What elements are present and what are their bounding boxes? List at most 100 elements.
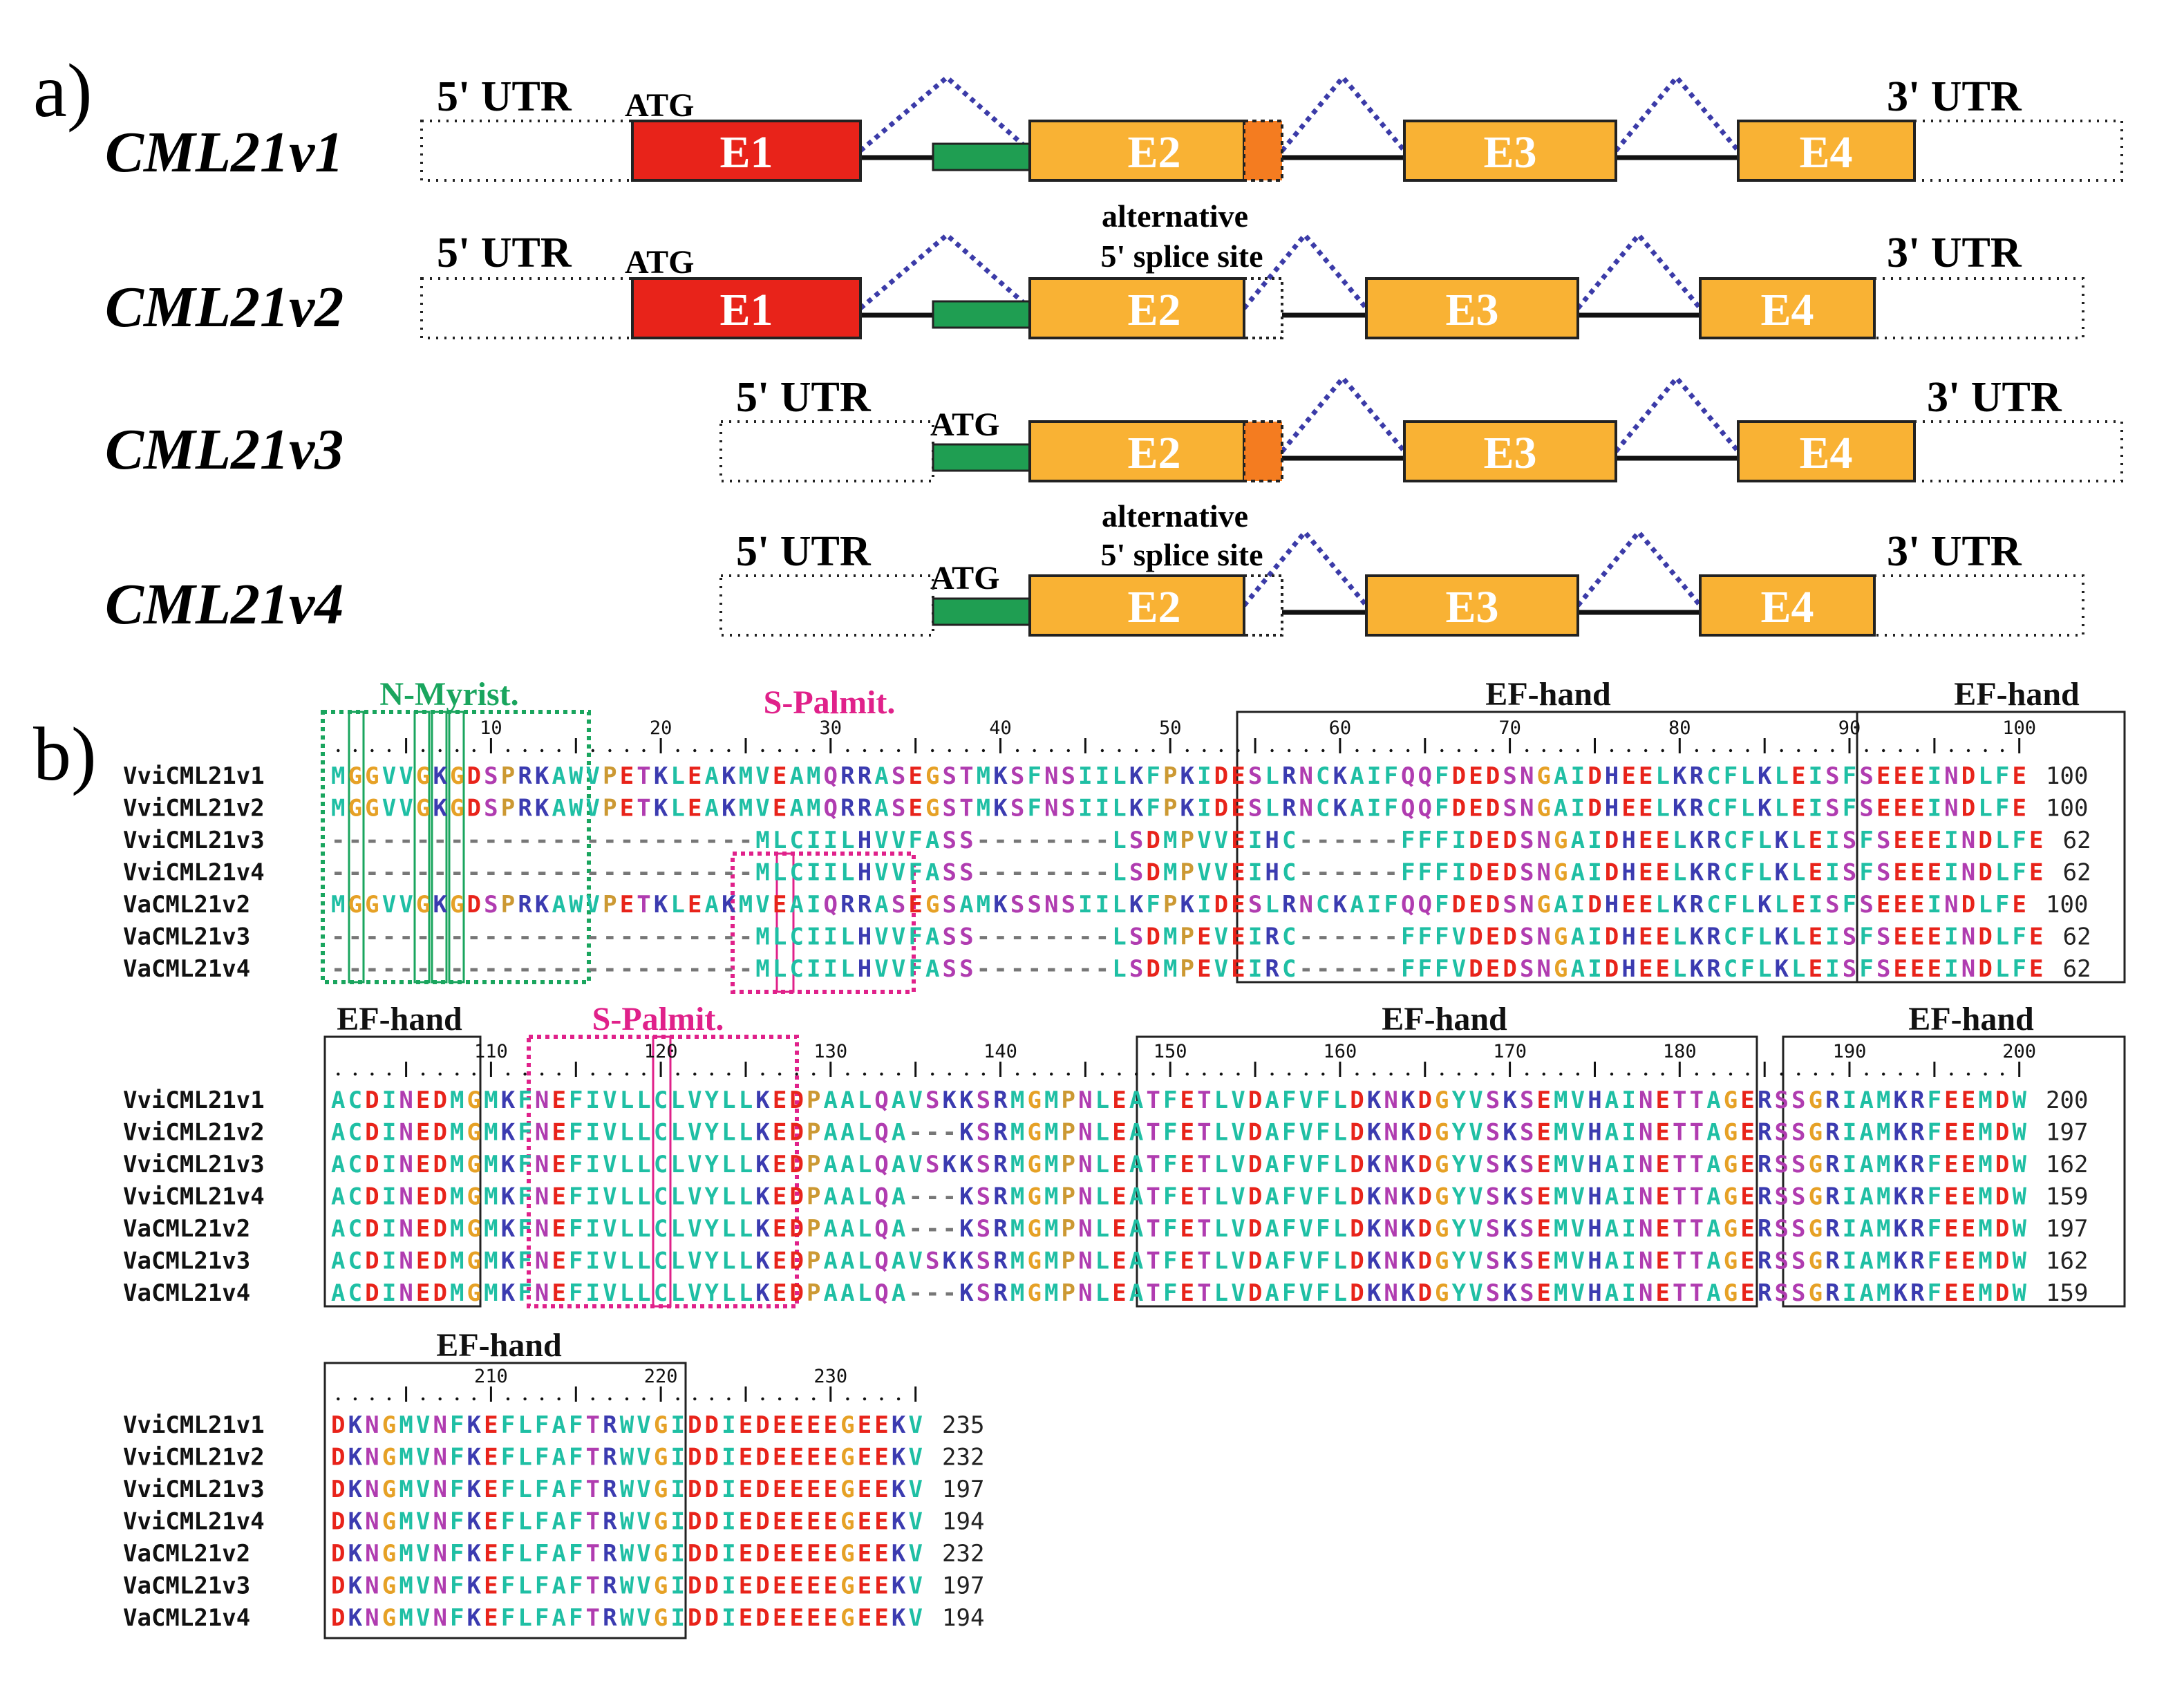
- residue: D: [705, 1572, 719, 1600]
- splice-arc: [1242, 231, 1368, 310]
- ruler-dot: [1100, 749, 1104, 753]
- residue: L: [518, 1476, 531, 1503]
- residue: F: [1316, 1183, 1330, 1211]
- residue: E: [739, 1572, 753, 1600]
- residue: -: [433, 923, 446, 951]
- residue: D: [1995, 1248, 2009, 1275]
- residue: -: [535, 859, 549, 887]
- ruler-number: 50: [1159, 717, 1182, 739]
- exon-label: E4: [1799, 127, 1852, 178]
- residue: C: [348, 1151, 362, 1178]
- residue: K: [654, 891, 668, 919]
- residue: E: [552, 1151, 565, 1178]
- residue: -: [552, 827, 565, 854]
- ruler-dot: [710, 1072, 714, 1076]
- residue: V: [1452, 923, 1466, 951]
- residue: P: [1062, 1087, 1075, 1114]
- residue: V: [382, 762, 396, 790]
- residue: V: [688, 1279, 702, 1307]
- exon-label: E1: [719, 285, 773, 335]
- residue: M: [1876, 1279, 1890, 1307]
- residue: A: [1554, 762, 1568, 790]
- sequence-name: VaCML21v4: [123, 1604, 250, 1632]
- residue: L: [1758, 827, 1771, 854]
- ruler-dot: [1627, 1072, 1630, 1076]
- residue: I: [1944, 923, 1958, 951]
- residue: S: [1791, 1119, 1805, 1147]
- residue: A: [789, 762, 803, 790]
- residue: E: [789, 1508, 803, 1536]
- ruler-dot: [642, 749, 646, 753]
- residue: K: [1367, 1183, 1382, 1211]
- residue: R: [858, 795, 872, 822]
- residue: N: [1961, 955, 1975, 983]
- residue: V: [908, 1508, 922, 1536]
- residue: N: [433, 1572, 446, 1600]
- residue: I: [1843, 1087, 1856, 1114]
- residue: K: [959, 1087, 974, 1114]
- ruler-dot: [795, 1072, 798, 1076]
- residue: R: [603, 1572, 617, 1600]
- residue: P: [807, 1279, 820, 1307]
- residue: L: [739, 1087, 753, 1114]
- residue: R: [1758, 1183, 1772, 1211]
- residue: N: [365, 1476, 379, 1503]
- residue: A: [552, 795, 565, 822]
- residue: S: [977, 1087, 990, 1114]
- residue: -: [908, 1119, 922, 1147]
- utr5-box: [420, 120, 634, 182]
- residue: V: [603, 1183, 616, 1211]
- residue: F: [450, 1476, 464, 1503]
- residue: R: [993, 1119, 1008, 1147]
- residue: E: [1961, 1119, 1975, 1147]
- residue: I: [586, 1183, 600, 1211]
- residue: V: [416, 1476, 430, 1503]
- residue: L: [739, 1119, 753, 1147]
- residue: -: [977, 923, 990, 951]
- residue: V: [1299, 1087, 1313, 1114]
- residue: L: [518, 1604, 531, 1632]
- residue: G: [467, 1151, 481, 1178]
- residue: P: [501, 762, 515, 790]
- residue: E: [858, 1476, 872, 1503]
- residue: A: [1129, 1215, 1143, 1243]
- residue: D: [365, 1279, 379, 1307]
- residue: E: [739, 1508, 753, 1536]
- residue: H: [1588, 1215, 1601, 1243]
- transcript-v2: CML21v2 5' UTR 3' UTR ATG alternative 5'…: [105, 198, 2084, 339]
- ruler-dot: [557, 1397, 561, 1401]
- residue: V: [1299, 1183, 1313, 1211]
- residue: L: [1112, 955, 1126, 983]
- residue: E: [1469, 795, 1482, 822]
- residue: P: [1062, 1215, 1075, 1243]
- residue: G: [382, 1604, 396, 1632]
- residue: E: [1910, 762, 1924, 790]
- utr5-label: 5' UTR: [437, 73, 572, 120]
- residue: T: [586, 1476, 600, 1503]
- residue: E: [739, 1444, 753, 1472]
- residue: A: [331, 1119, 345, 1147]
- residue: P: [1180, 955, 1194, 983]
- residue: G: [1027, 1248, 1041, 1275]
- residue: G: [1537, 795, 1551, 822]
- sequence-end-position: 62: [2063, 923, 2091, 951]
- residue: K: [348, 1508, 363, 1536]
- residue: E: [2029, 827, 2043, 854]
- residue: E: [1740, 1215, 1754, 1243]
- residue: K: [943, 1087, 957, 1114]
- residue: V: [908, 1087, 922, 1114]
- residue: Y: [1452, 1215, 1467, 1243]
- residue: V: [382, 795, 396, 822]
- residue: R: [840, 795, 855, 822]
- residue: I: [722, 1604, 735, 1632]
- residue: -: [1078, 827, 1092, 854]
- residue: Q: [874, 1119, 888, 1147]
- residue: F: [1163, 1119, 1177, 1147]
- residue: V: [908, 1572, 922, 1600]
- residue: F: [518, 1087, 531, 1114]
- residue: R: [993, 1183, 1008, 1211]
- residue: -: [450, 859, 464, 887]
- residue: I: [1621, 1119, 1635, 1147]
- residue: D: [331, 1508, 345, 1536]
- residue: -: [739, 923, 753, 951]
